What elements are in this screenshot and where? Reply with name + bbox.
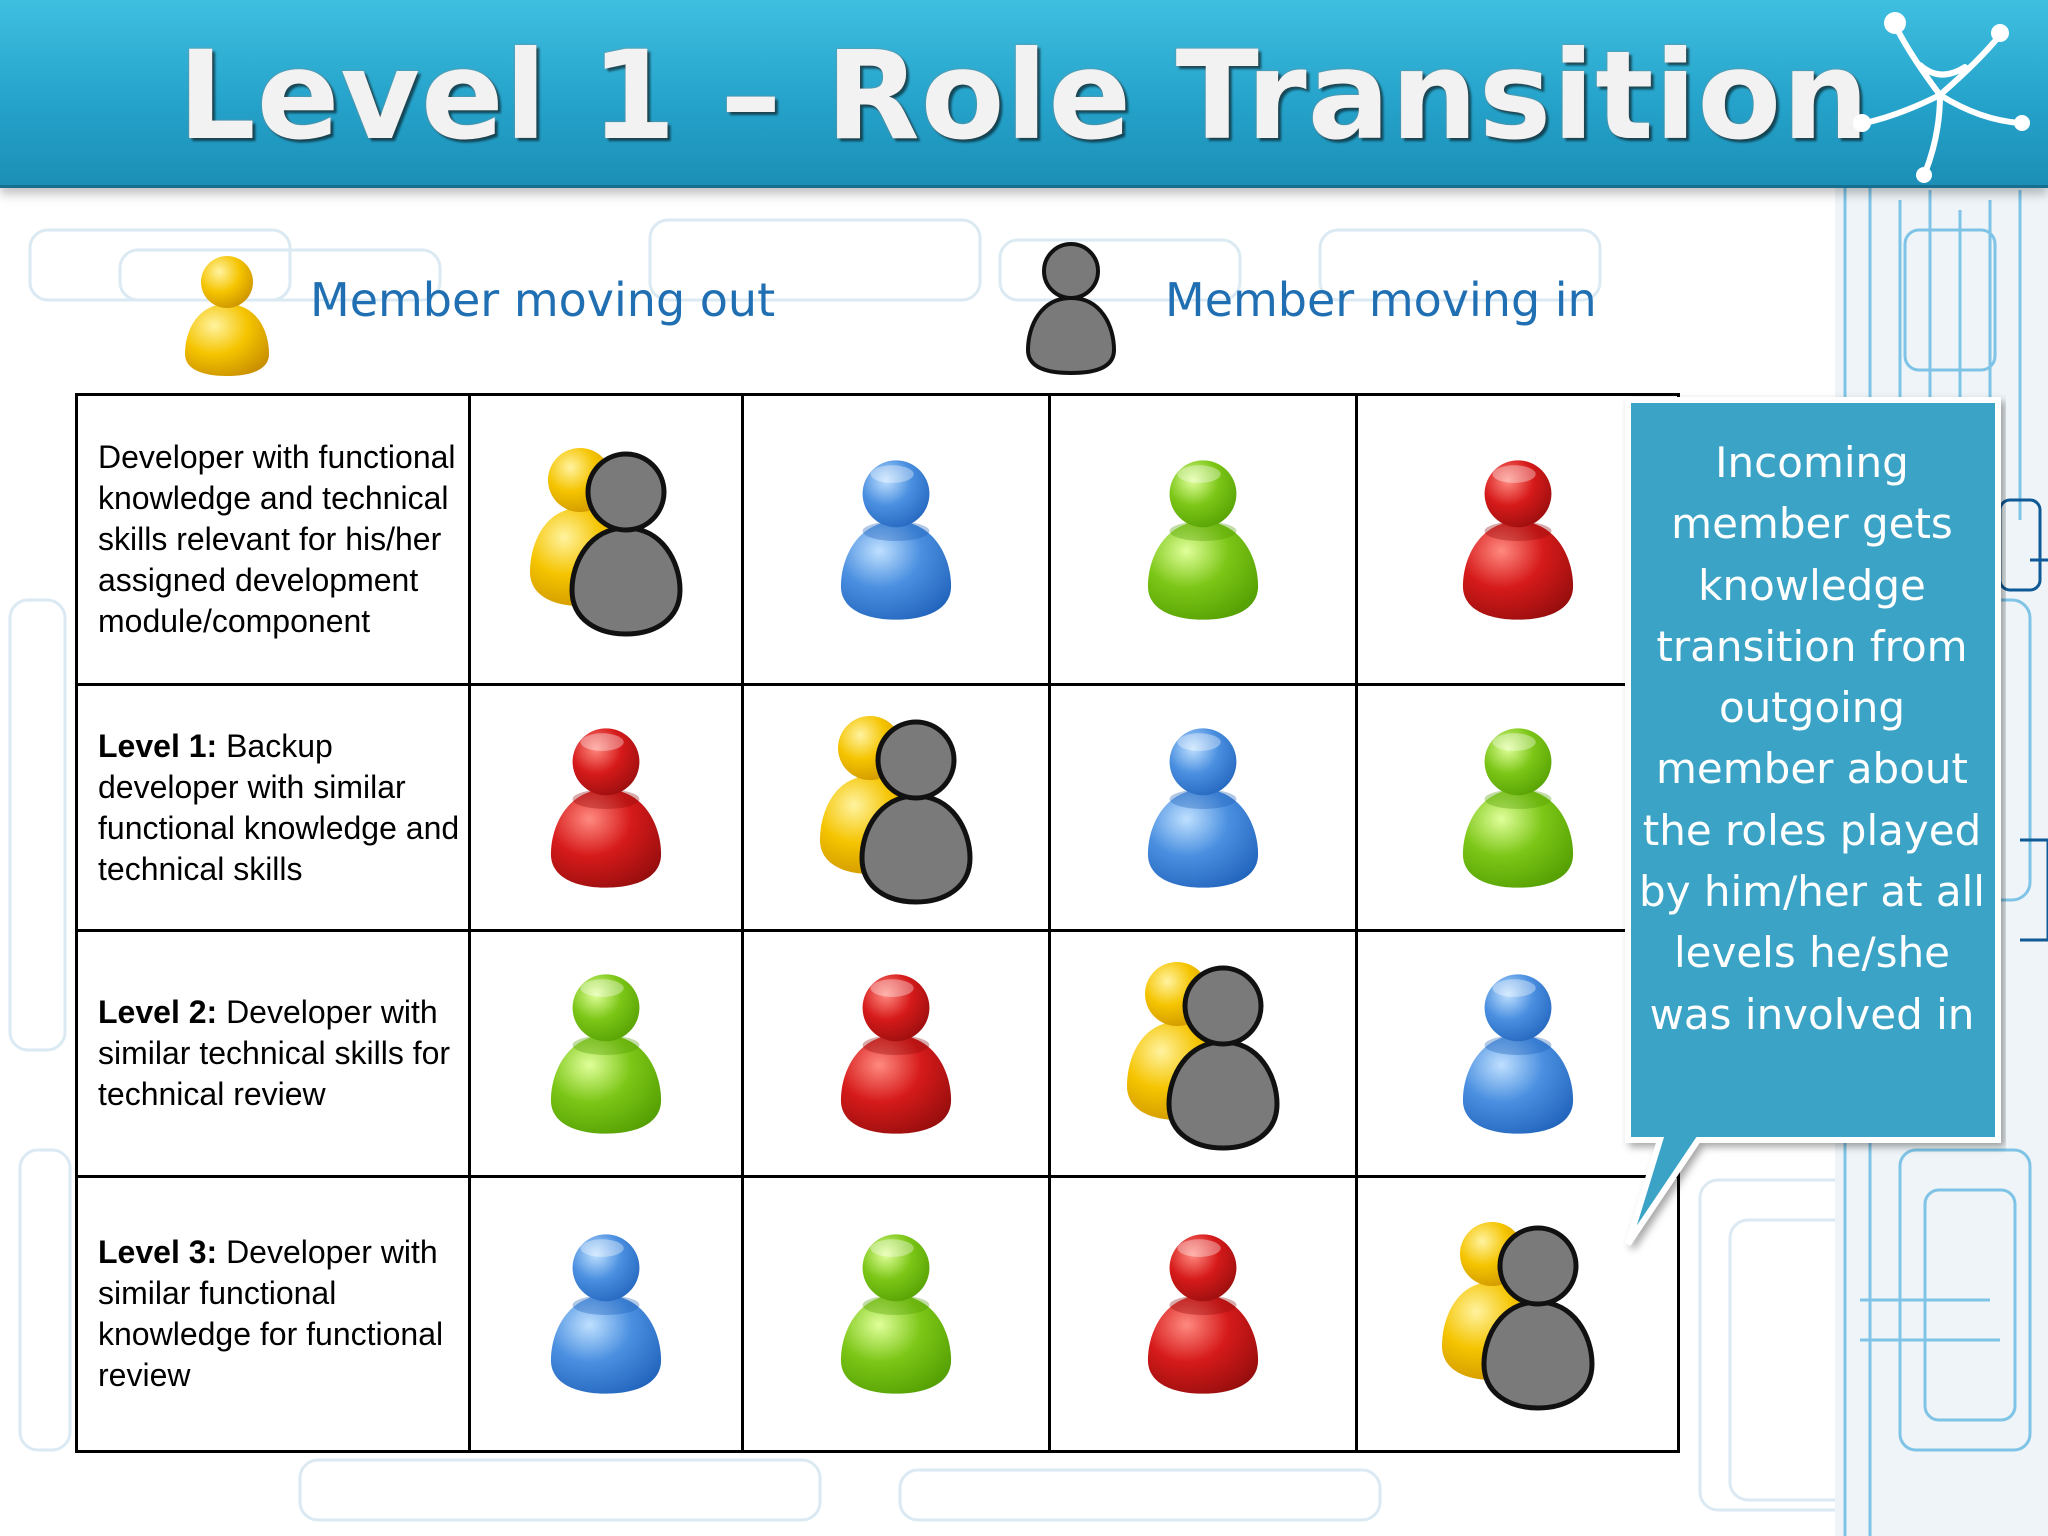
row-label: Level 1: Backup developer with similar f… bbox=[75, 683, 471, 932]
legend-moving-out-label: Member moving out bbox=[310, 273, 776, 327]
member-transition-cell bbox=[1355, 1175, 1680, 1453]
member-cell-green bbox=[741, 1175, 1051, 1453]
slide-title: Level 1 – Role Transition bbox=[177, 25, 1871, 167]
member-cell-blue bbox=[741, 393, 1051, 686]
matrix-row: Level 3: Developer with similar function… bbox=[75, 1175, 1680, 1453]
matrix-row: Level 2: Developer with similar technica… bbox=[75, 929, 1680, 1178]
member-moving-out-icon bbox=[185, 256, 269, 376]
green-person-icon bbox=[840, 1234, 952, 1394]
row-level-label: Level 3: bbox=[98, 1234, 218, 1270]
title-bar bbox=[0, 0, 2048, 188]
blue-person-icon bbox=[550, 1234, 662, 1394]
member-cell-red bbox=[468, 683, 744, 932]
yellow-and-gray-person-icon bbox=[530, 447, 683, 637]
yellow-and-gray-person-icon bbox=[820, 715, 973, 905]
yellow-and-gray-person-icon bbox=[1127, 961, 1280, 1151]
row-description: Developer with functional knowledge and … bbox=[98, 439, 456, 639]
member-cell-green bbox=[1048, 393, 1358, 686]
callout-bubble bbox=[1625, 397, 2001, 1246]
blue-person-icon bbox=[1462, 973, 1573, 1134]
network-star-icon bbox=[1853, 12, 2030, 183]
red-person-icon bbox=[550, 727, 662, 888]
green-person-icon bbox=[1462, 727, 1573, 888]
row-label: Developer with functional knowledge and … bbox=[75, 393, 471, 686]
row-level-label: Level 2: bbox=[98, 994, 218, 1030]
red-person-icon bbox=[1147, 1234, 1259, 1394]
member-cell-blue bbox=[1048, 683, 1358, 932]
member-cell-red bbox=[741, 929, 1051, 1178]
row-description: Backup developer with similar functional… bbox=[98, 727, 460, 887]
member-cell-green bbox=[468, 929, 744, 1178]
blue-person-icon bbox=[840, 459, 952, 620]
legend-moving-in-label: Member moving in bbox=[1165, 273, 1597, 327]
green-person-icon bbox=[1147, 459, 1259, 620]
callout-text: Incoming member gets knowledge transitio… bbox=[1639, 438, 1985, 1039]
red-person-icon bbox=[840, 973, 952, 1134]
member-cell-red bbox=[1048, 1175, 1358, 1453]
row-description: Developer with similar technical skills … bbox=[98, 994, 451, 1112]
member-transition-cell bbox=[741, 683, 1051, 932]
row-level-label: Level 1: bbox=[98, 727, 218, 764]
role-matrix: Developer with functional knowledge and … bbox=[75, 393, 1680, 1453]
member-moving-in-icon bbox=[1025, 242, 1117, 376]
matrix-row: Level 1: Backup developer with similar f… bbox=[75, 683, 1680, 932]
member-cell-blue bbox=[468, 1175, 744, 1453]
yellow-and-gray-person-icon bbox=[1441, 1222, 1595, 1411]
matrix-row: Developer with functional knowledge and … bbox=[75, 393, 1680, 686]
blue-person-icon bbox=[1147, 727, 1259, 888]
green-person-icon bbox=[550, 973, 662, 1134]
red-person-icon bbox=[1462, 459, 1573, 620]
member-transition-cell bbox=[1048, 929, 1358, 1178]
row-label: Level 3: Developer with similar function… bbox=[75, 1175, 471, 1453]
member-cell-blue bbox=[1355, 929, 1680, 1178]
member-transition-cell bbox=[468, 393, 744, 686]
row-label: Level 2: Developer with similar technica… bbox=[75, 929, 471, 1178]
row-description: Developer with similar functional knowle… bbox=[98, 1234, 444, 1393]
